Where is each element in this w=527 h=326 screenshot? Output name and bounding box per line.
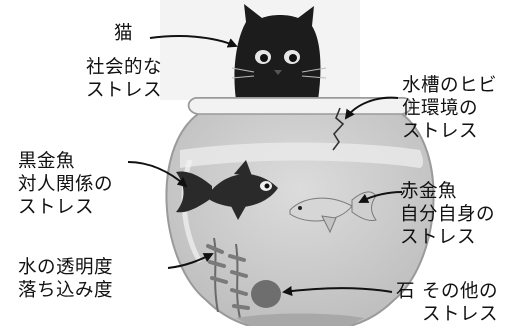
label-red-goldfish-line2: ストレス [400,227,477,248]
arrow-red-goldfish [358,191,403,203]
label-black-goldfish-title: 黒金魚 [18,151,76,172]
arrow-crack [344,96,399,120]
water-plant-illustration [206,237,250,319]
arrow-water [167,253,214,269]
gravel [236,313,364,326]
label-water-line2: 落ち込み度 [18,280,114,301]
label-stone-line2: ストレス [422,304,499,325]
label-crack-line2: ストレス [402,121,479,142]
label-crack: 水槽のヒビ 住環境の ストレス [402,74,497,143]
label-red-goldfish-title: 赤金魚 [400,181,458,202]
label-cat-desc: 社会的な ストレス [86,56,162,102]
label-crack-title: 水槽のヒビ [402,75,498,96]
arrow-black-goldfish [127,161,188,188]
label-black-goldfish-line2: ストレス [18,197,95,218]
label-stone: 石 [396,280,415,303]
label-black-goldfish-line1: 対人関係の [18,174,114,195]
label-cat-title: 猫 [114,23,134,44]
arrow-stone [282,286,393,296]
label-stone-line1: その他の [422,281,499,302]
cat-illustration [231,4,327,100]
label-stone-title: 石 [396,281,416,302]
label-cat: 猫 [114,22,133,45]
label-cat-line2: ストレス [86,80,163,101]
arrow-cat [149,35,238,48]
label-water-line1: 水の透明度 [18,257,114,278]
stone-illustration [251,280,281,308]
label-crack-line1: 住環境の [402,98,479,119]
red-goldfish-illustration [289,191,377,234]
label-cat-line1: 社会的な [86,57,163,78]
label-stone-desc: その他の ストレス [422,280,498,326]
label-water: 水の透明度 落ち込み度 [18,256,113,302]
label-red-goldfish: 赤金魚 自分自身の ストレス [400,180,495,249]
label-black-goldfish: 黒金魚 対人関係の ストレス [18,150,113,219]
label-red-goldfish-line1: 自分自身の [400,204,496,225]
crack-mark [332,107,345,151]
